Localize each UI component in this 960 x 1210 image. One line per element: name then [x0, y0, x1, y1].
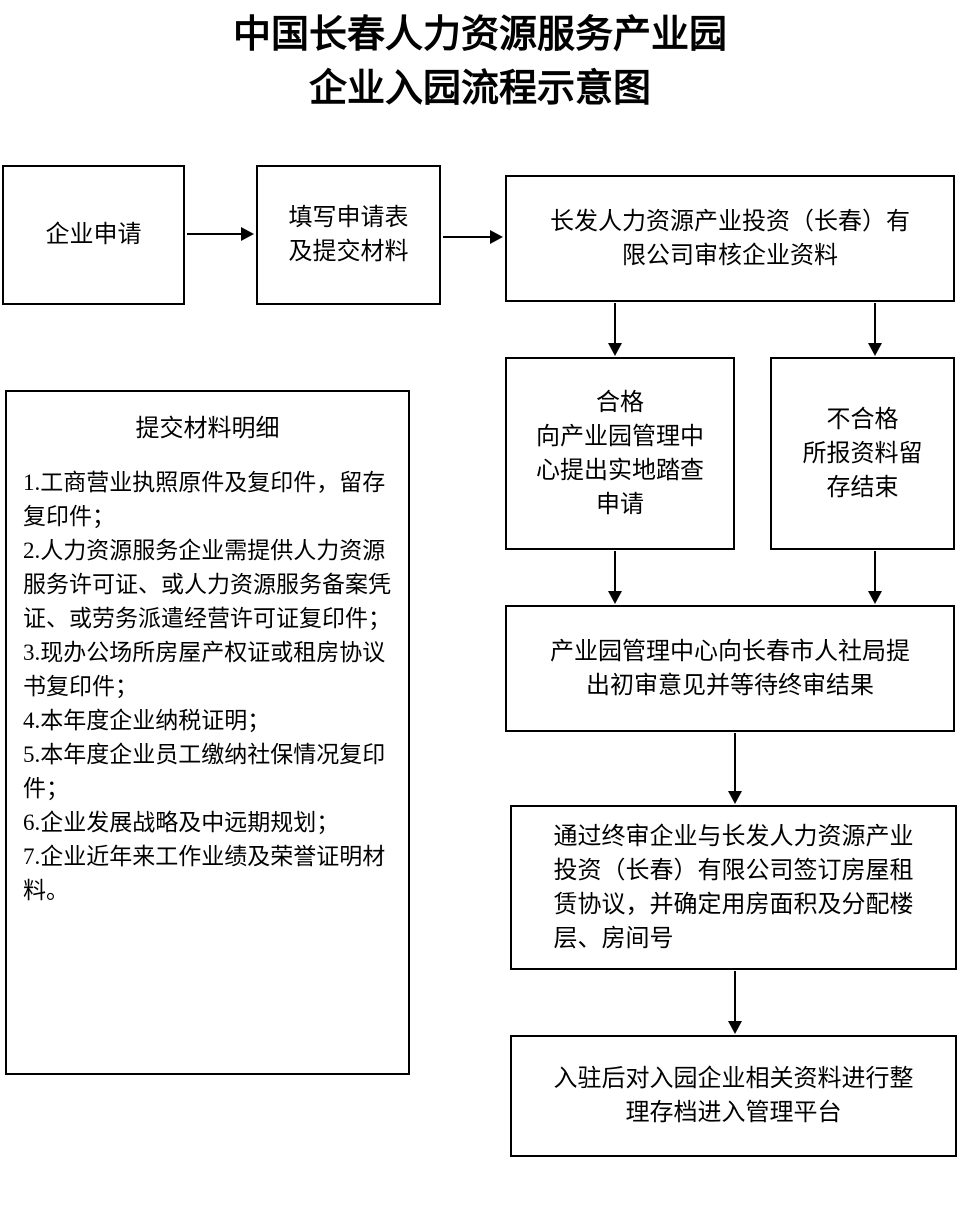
- arrow-lease-to-archive: [728, 971, 742, 1034]
- node-company-apply: 企业申请: [2, 165, 185, 305]
- arrow-unqualified-to-initial-review: [868, 551, 882, 604]
- node-sign-lease-label: 通过终审企业与长发人力资源产业 投资（长春）有限公司签订房屋租 赁协议，并确定用…: [553, 823, 914, 952]
- node-sign-lease: 通过终审企业与长发人力资源产业 投资（长春）有限公司签订房屋租 赁协议，并确定用…: [510, 805, 957, 970]
- node-archive-label: 入驻后对入园企业相关资料进行整 理存档进入管理平台: [553, 1066, 914, 1126]
- node-initial-review: 产业园管理中心向长春市人社局提 出初审意见并等待终审结果: [505, 605, 955, 732]
- node-initial-review-label: 产业园管理中心向长春市人社局提 出初审意见并等待终审结果: [550, 638, 910, 699]
- node-unqualified-label: 不合格 所报资料留 存结束: [802, 406, 923, 501]
- node-qualified-label: 合格 向产业园管理中 心提出实地踏查 申请: [536, 389, 704, 518]
- arrow-review-to-unqualified: [868, 303, 882, 356]
- node-archive: 入驻后对入园企业相关资料进行整 理存档进入管理平台: [510, 1035, 957, 1157]
- arrow-qualified-to-initial-review: [608, 551, 622, 604]
- node-company-review-label: 长发人力资源产业投资（长春）有 限公司审核企业资料: [550, 208, 910, 269]
- arrow-review-to-qualified: [608, 303, 622, 356]
- materials-item: 1.工商营业执照原件及复印件，留存复印件；: [23, 470, 386, 529]
- materials-item: 2.人力资源服务企业需提供人力资源服务许可证、或人力资源服务备案凭证、或劳务派遣…: [23, 538, 391, 631]
- node-fill-form: 填写申请表 及提交材料: [256, 165, 441, 305]
- materials-panel: 提交材料明细 1.工商营业执照原件及复印件，留存复印件； 2.人力资源服务企业需…: [5, 390, 410, 1075]
- materials-item: 7.企业近年来工作业绩及荣誉证明材料。: [23, 844, 386, 903]
- arrow-initial-review-to-lease: [728, 733, 742, 804]
- node-unqualified: 不合格 所报资料留 存结束: [770, 357, 955, 550]
- arrow-apply-to-fill: [187, 227, 254, 241]
- materials-item: 4.本年度企业纳税证明；: [23, 708, 271, 733]
- materials-item: 3.现办公场所房屋产权证或租房协议书复印件；: [23, 640, 386, 699]
- arrow-fill-to-review: [443, 230, 503, 244]
- node-fill-form-label: 填写申请表 及提交材料: [288, 205, 409, 265]
- flowchart-title: 中国长春人力资源服务产业园 企业入园流程示意图: [232, 14, 727, 110]
- materials-item: 6.企业发展战略及中远期规划；: [23, 810, 340, 835]
- node-qualified: 合格 向产业园管理中 心提出实地踏查 申请: [505, 357, 735, 550]
- materials-heading: 提交材料明细: [135, 416, 280, 442]
- node-company-apply-label: 企业申请: [45, 222, 142, 248]
- materials-item: 5.本年度企业员工缴纳社保情况复印件；: [23, 742, 386, 801]
- node-company-review: 长发人力资源产业投资（长春）有 限公司审核企业资料: [505, 175, 955, 302]
